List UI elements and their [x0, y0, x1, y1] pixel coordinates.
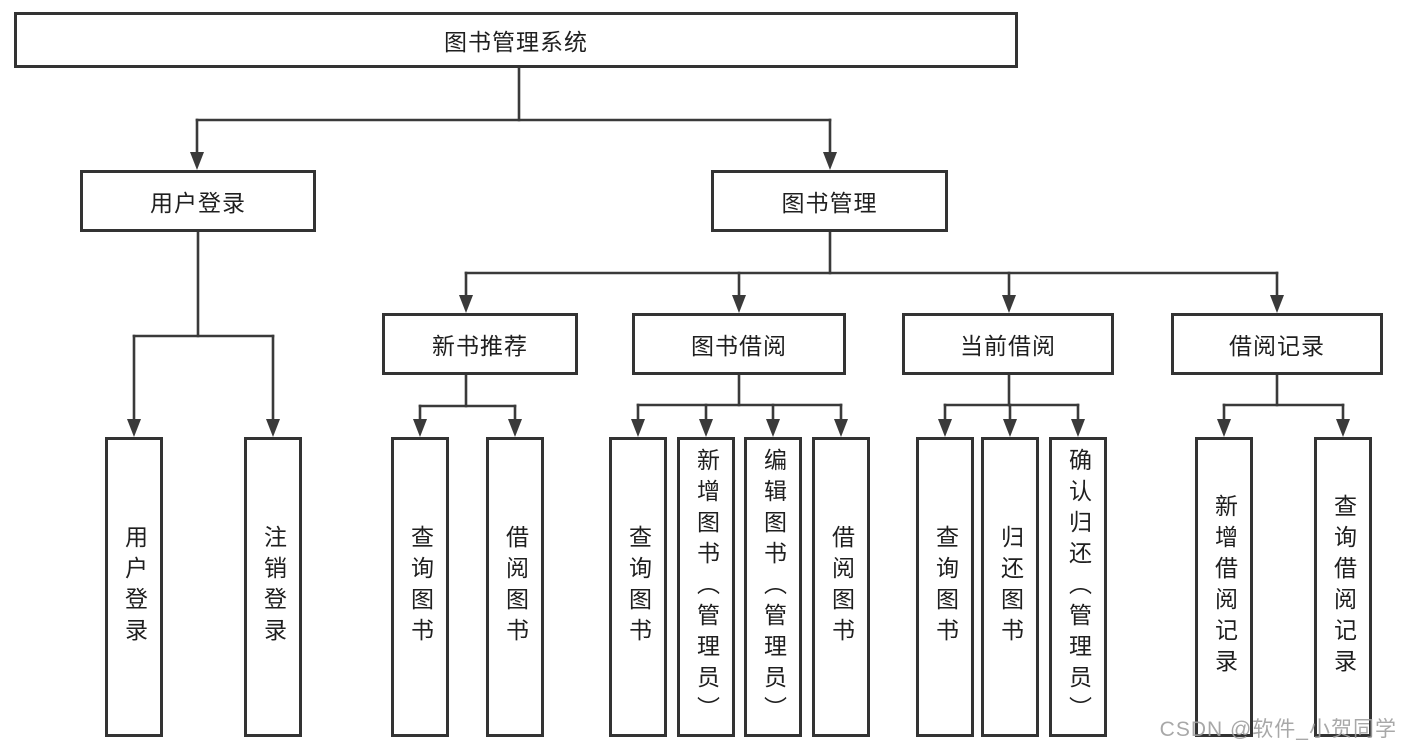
node-label: 新增图书（管理员）	[693, 447, 720, 727]
node-current-borrow: 当前借阅	[902, 313, 1114, 375]
node-label: 编辑图书（管理员）	[760, 447, 787, 727]
leaf-add-borrow-record: 新增借阅记录	[1195, 437, 1253, 737]
node-label: 新书推荐	[432, 333, 528, 359]
leaf-logout: 注销登录	[244, 437, 302, 737]
node-label: 查询图书	[932, 525, 959, 649]
leaf-query-books-borrow: 查询图书	[609, 437, 667, 737]
leaf-return-books: 归还图书	[981, 437, 1039, 737]
node-book-borrow: 图书借阅	[632, 313, 846, 375]
node-label: 图书借阅	[691, 333, 787, 359]
leaf-edit-books-admin: 编辑图书（管理员）	[744, 437, 802, 737]
node-user-login: 用户登录	[80, 170, 316, 232]
node-library-management-system: 图书管理系统	[14, 12, 1018, 68]
node-label: 图书管理系统	[444, 29, 588, 55]
node-label: 用户登录	[150, 190, 246, 216]
node-book-management: 图书管理	[711, 170, 948, 232]
leaf-query-borrow-record: 查询借阅记录	[1314, 437, 1372, 737]
leaf-user-login: 用户登录	[105, 437, 163, 737]
node-borrow-records: 借阅记录	[1171, 313, 1383, 375]
node-label: 当前借阅	[960, 333, 1056, 359]
node-label: 新增借阅记录	[1211, 494, 1238, 680]
leaf-query-books-current: 查询图书	[916, 437, 974, 737]
node-new-book-recommend: 新书推荐	[382, 313, 578, 375]
node-label: 确认归还（管理员）	[1065, 447, 1092, 727]
node-label: 查询图书	[407, 525, 434, 649]
node-label: 查询图书	[625, 525, 652, 649]
watermark: CSDN @软件_小贺同学	[1159, 718, 1397, 741]
leaf-borrow-books-recommend: 借阅图书	[486, 437, 544, 737]
node-label: 借阅图书	[828, 525, 855, 649]
node-label: 借阅记录	[1229, 333, 1325, 359]
node-label: 查询借阅记录	[1330, 494, 1357, 680]
leaf-borrow-books: 借阅图书	[812, 437, 870, 737]
leaf-add-books-admin: 新增图书（管理员）	[677, 437, 735, 737]
node-label: 用户登录	[121, 525, 148, 649]
node-label: 图书管理	[781, 190, 878, 216]
node-label: 注销登录	[260, 525, 287, 649]
node-label: 归还图书	[997, 525, 1024, 649]
node-label: 借阅图书	[502, 525, 529, 649]
leaf-query-books-recommend: 查询图书	[391, 437, 449, 737]
leaf-confirm-return-admin: 确认归还（管理员）	[1049, 437, 1107, 737]
